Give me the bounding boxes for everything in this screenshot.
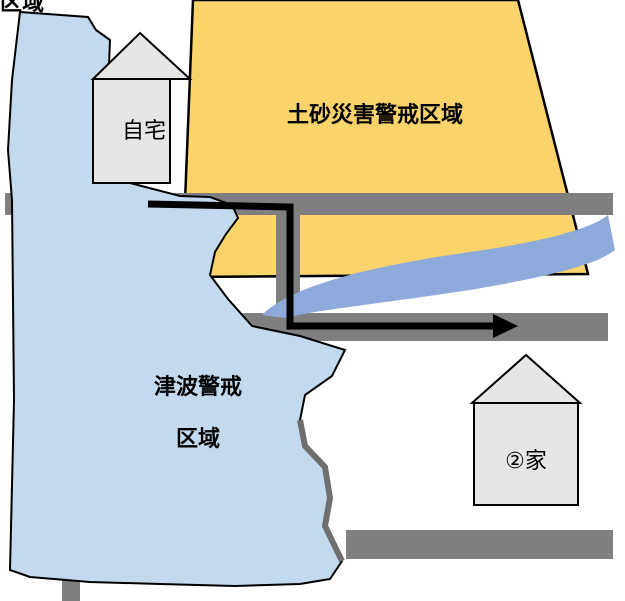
river: [262, 215, 615, 318]
second-house-roof: [469, 353, 583, 404]
landslide-zone: [180, 0, 590, 279]
second-house: ②家: [469, 353, 583, 506]
evacuation-route-line: [147, 200, 497, 330]
second-house-body: [473, 402, 579, 506]
landslide-zone-label: 土砂災害警戒区域: [287, 102, 463, 128]
home-house-label: 自宅: [122, 119, 166, 144]
tsunami-zone-label-line1: 津波警戒: [154, 374, 242, 400]
evacuation-route-arrowhead: [493, 314, 518, 338]
home-house-body: [92, 78, 171, 184]
second-house-label: ②家: [505, 449, 547, 474]
road-lower: [346, 530, 613, 559]
tsunami-zone-label-line2: 区域: [176, 426, 220, 452]
home-house: 自宅: [90, 31, 193, 184]
corner-text: 区域: [0, 0, 44, 16]
tsunami-zone-shadow: [297, 419, 345, 563]
road-stub-bottom: [62, 578, 80, 601]
